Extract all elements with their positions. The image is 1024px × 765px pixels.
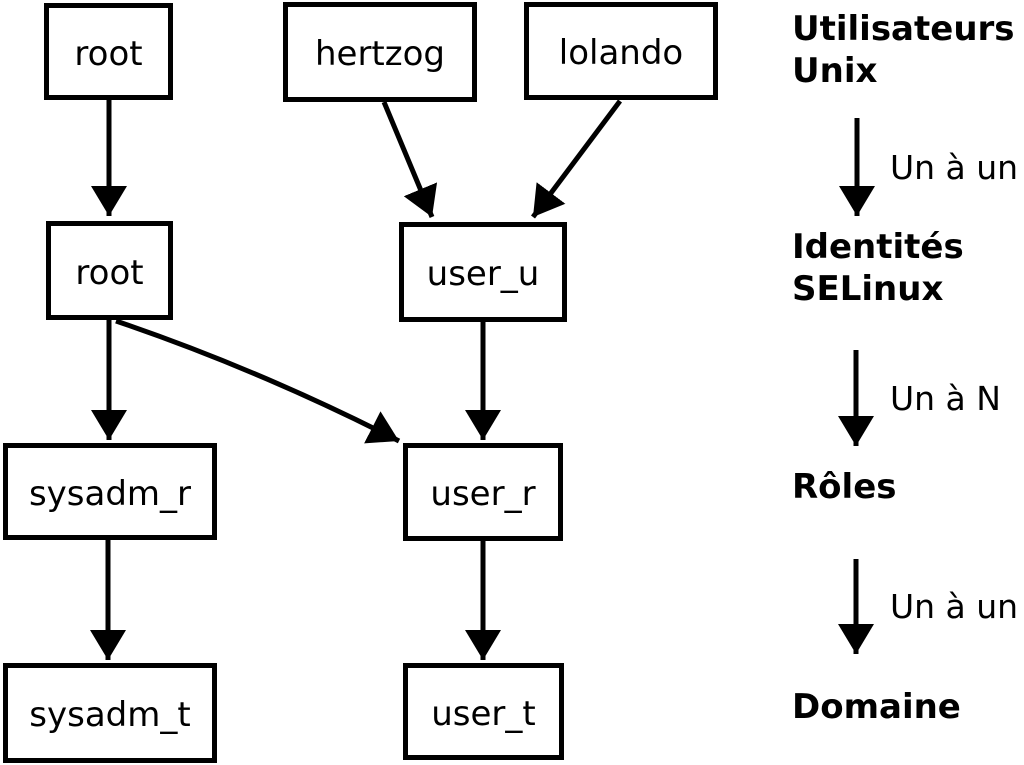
node-label: root: [75, 252, 144, 293]
node-unix-lolando: lolando: [524, 2, 718, 100]
node-domain-sysadm-t: sysadm_t: [3, 663, 217, 763]
node-label: user_r: [430, 474, 536, 514]
node-label: user_u: [426, 254, 540, 294]
node-unix-hertzog: hertzog: [283, 2, 477, 102]
legend-relation-un-a-n: Un à N: [890, 379, 1001, 418]
node-role-user-r: user_r: [403, 443, 563, 541]
legend-relation-un-a-un-2: Un à un: [890, 587, 1019, 626]
legend-relation-un-a-un-1: Un à un: [890, 148, 1019, 187]
node-label: root: [74, 33, 143, 74]
node-role-sysadm-r: sysadm_r: [3, 443, 217, 540]
node-label: user_t: [431, 693, 536, 734]
node-label: sysadm_r: [28, 473, 192, 514]
node-selinux-root: root: [46, 221, 173, 320]
arrow-selinux-root-to-user-r-icon: [115, 318, 401, 444]
legend-level-roles: Rôles: [792, 467, 897, 507]
legend-level-selinux-identities: Identités SELinux: [792, 227, 964, 310]
legend-level-domain: Domaine: [792, 687, 961, 727]
node-domain-user-t: user_t: [403, 663, 564, 760]
arrow-hertzog-to-user-u-icon: [381, 101, 438, 218]
node-selinux-user-u: user_u: [399, 222, 567, 322]
node-label: lolando: [558, 33, 684, 73]
legend-level-unix-users: Utilisateurs Unix: [792, 9, 1015, 92]
node-unix-root: root: [44, 3, 173, 100]
arrow-lolando-to-user-u-icon: [531, 99, 622, 219]
node-label: hertzog: [314, 34, 445, 74]
node-label: sysadm_t: [29, 695, 191, 735]
